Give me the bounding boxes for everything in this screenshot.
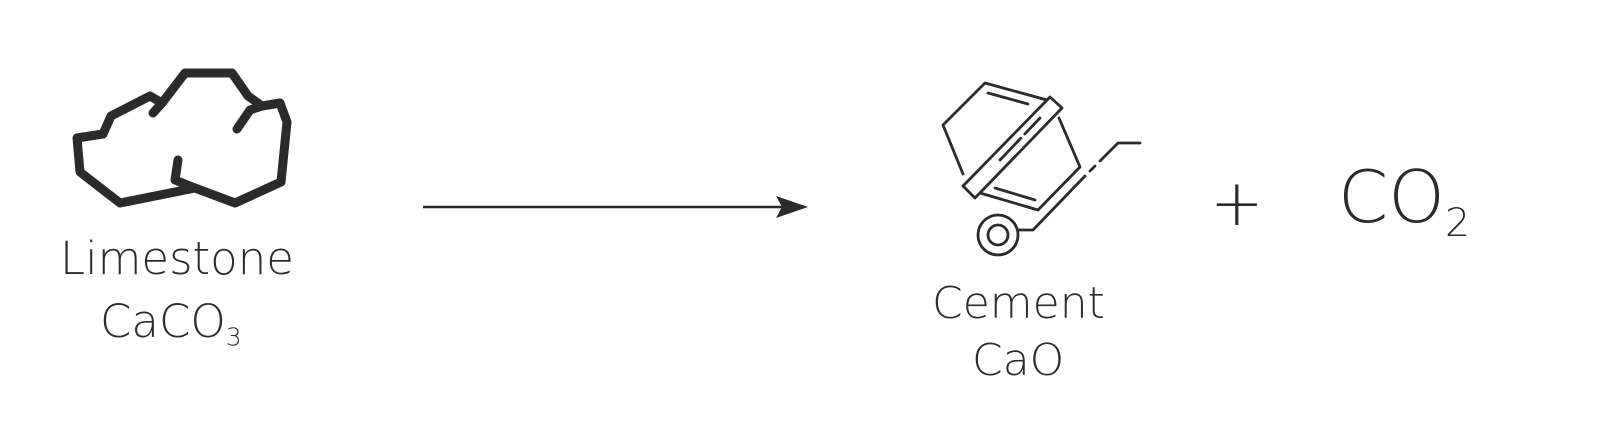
limestone-rock-icon	[72, 68, 292, 208]
byproduct-formula-subscript: 2	[1444, 199, 1471, 246]
reactant-formula-subscript: 3	[225, 322, 242, 352]
product-formula: CaO	[972, 335, 1065, 386]
product-name: Cement	[932, 278, 1105, 329]
cement-mixer-icon	[941, 81, 1142, 257]
reactant-name: Limestone	[60, 232, 294, 285]
reactant-formula: CaCO3	[100, 295, 242, 352]
reaction-arrow	[423, 196, 808, 218]
plus-sign: +	[1210, 167, 1264, 241]
byproduct-formula: CO2	[1338, 155, 1470, 246]
reactant-formula-main: CaCO	[100, 295, 226, 348]
byproduct-formula-main: CO	[1338, 155, 1445, 239]
